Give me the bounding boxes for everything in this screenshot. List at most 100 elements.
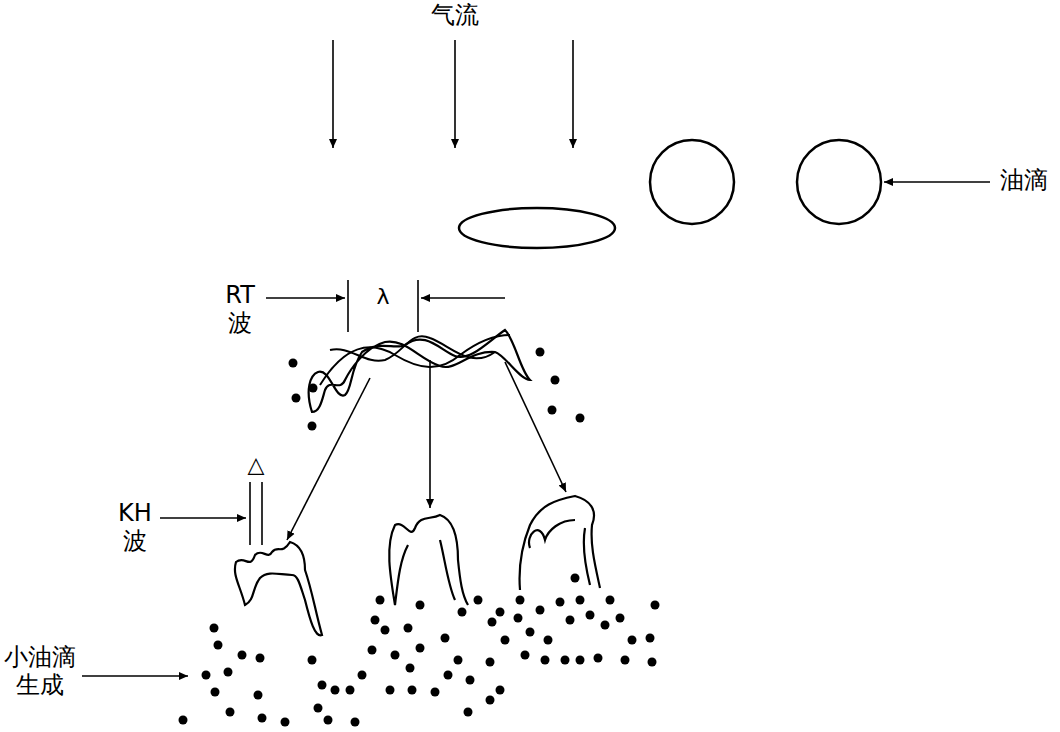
leader-line xyxy=(421,297,505,299)
airflow-arrow xyxy=(454,40,456,148)
small-droplet xyxy=(331,686,340,695)
small-droplet xyxy=(416,601,425,610)
small-droplet xyxy=(516,596,525,605)
small-droplet xyxy=(391,651,400,660)
small-droplet xyxy=(404,624,413,633)
droplet xyxy=(650,140,734,224)
rt-wave-sheet xyxy=(309,330,530,412)
small-droplet xyxy=(254,691,263,700)
small-droplet xyxy=(541,656,550,665)
small-droplet xyxy=(318,681,327,690)
rt-wave-label: RT 波 xyxy=(225,282,255,337)
dimension-line xyxy=(347,280,349,332)
flattened-droplet xyxy=(459,208,615,248)
breakup-arrow xyxy=(505,362,566,492)
dimension-line xyxy=(261,482,263,545)
small-droplet xyxy=(556,598,565,607)
airflow-label: 气流 xyxy=(431,2,479,30)
small-droplet xyxy=(496,686,505,695)
small-droplet xyxy=(226,708,235,717)
small-droplet xyxy=(496,608,505,617)
small-droplet xyxy=(646,634,655,643)
small-droplet xyxy=(576,414,585,423)
dimension-line xyxy=(417,280,419,332)
small-droplet xyxy=(536,348,545,357)
rt-wave xyxy=(320,335,510,385)
breakup-arrow xyxy=(429,360,431,508)
small-droplet xyxy=(606,596,615,605)
small-droplet xyxy=(214,641,223,650)
small-droplet xyxy=(376,596,385,605)
small-droplet xyxy=(458,608,467,617)
small-droplet xyxy=(308,422,317,431)
small-droplet xyxy=(601,621,610,630)
small-droplet xyxy=(521,651,530,660)
leader-line xyxy=(160,517,246,519)
dimension-line xyxy=(249,482,251,545)
small-droplet xyxy=(292,394,301,403)
small-droplet xyxy=(561,656,570,665)
small-droplet xyxy=(281,718,290,727)
small-droplet xyxy=(381,626,390,635)
small-droplet xyxy=(651,601,660,610)
small-droplet xyxy=(621,656,630,665)
small-droplet xyxy=(536,606,545,615)
airflow-arrow xyxy=(332,40,334,148)
leader-line xyxy=(884,181,990,183)
rt-wave xyxy=(330,336,495,361)
small-droplet xyxy=(474,596,483,605)
small-droplet xyxy=(202,671,211,680)
small-droplet xyxy=(576,596,585,605)
small-droplet xyxy=(464,708,473,717)
small-droplet xyxy=(441,634,450,643)
small-droplet xyxy=(256,654,265,663)
small-droplet xyxy=(289,359,298,368)
small-droplet xyxy=(309,384,318,393)
small-droplet xyxy=(486,696,495,705)
small-droplet xyxy=(179,716,188,725)
small-droplet xyxy=(648,658,657,667)
amplitude-symbol: △ xyxy=(248,452,265,477)
leader-line xyxy=(266,297,345,299)
small-droplet xyxy=(566,616,575,625)
small-droplet xyxy=(368,646,377,655)
small-droplet xyxy=(444,671,453,680)
small-droplet xyxy=(548,406,557,415)
small-droplet xyxy=(586,611,595,620)
airflow-arrow xyxy=(572,40,574,148)
small-droplet xyxy=(416,644,425,653)
kh-wave-label: KH 波 xyxy=(118,500,152,555)
small-droplet xyxy=(454,656,463,665)
small-droplet xyxy=(571,574,580,583)
small-droplet xyxy=(211,688,220,697)
small-droplet xyxy=(406,664,415,673)
leader-line xyxy=(82,675,188,677)
small-droplet xyxy=(346,686,355,695)
small-droplet xyxy=(308,656,317,665)
small-droplet xyxy=(526,628,535,637)
small-droplet xyxy=(544,636,553,645)
small-droplet xyxy=(616,614,625,623)
kh-fragment xyxy=(235,542,322,635)
kh-fragment xyxy=(519,496,600,590)
small-droplets xyxy=(179,348,660,727)
droplet xyxy=(797,140,881,224)
small-droplet-label: 小油滴 生成 xyxy=(4,644,76,699)
small-droplet xyxy=(594,654,603,663)
small-droplet xyxy=(576,656,585,665)
small-droplet xyxy=(358,671,367,680)
kh-fragment xyxy=(389,515,468,605)
small-droplet xyxy=(210,624,219,633)
small-droplet xyxy=(258,714,267,723)
wavelength-symbol: λ xyxy=(376,284,389,309)
droplet-label: 油滴 xyxy=(1000,167,1048,195)
small-droplet xyxy=(238,651,247,660)
breakup-arrow xyxy=(287,378,370,540)
small-droplet xyxy=(466,676,475,685)
small-droplet xyxy=(371,616,380,625)
small-droplet xyxy=(488,618,497,627)
small-droplet xyxy=(501,636,510,645)
small-droplet xyxy=(486,658,495,667)
small-droplet xyxy=(431,688,440,697)
